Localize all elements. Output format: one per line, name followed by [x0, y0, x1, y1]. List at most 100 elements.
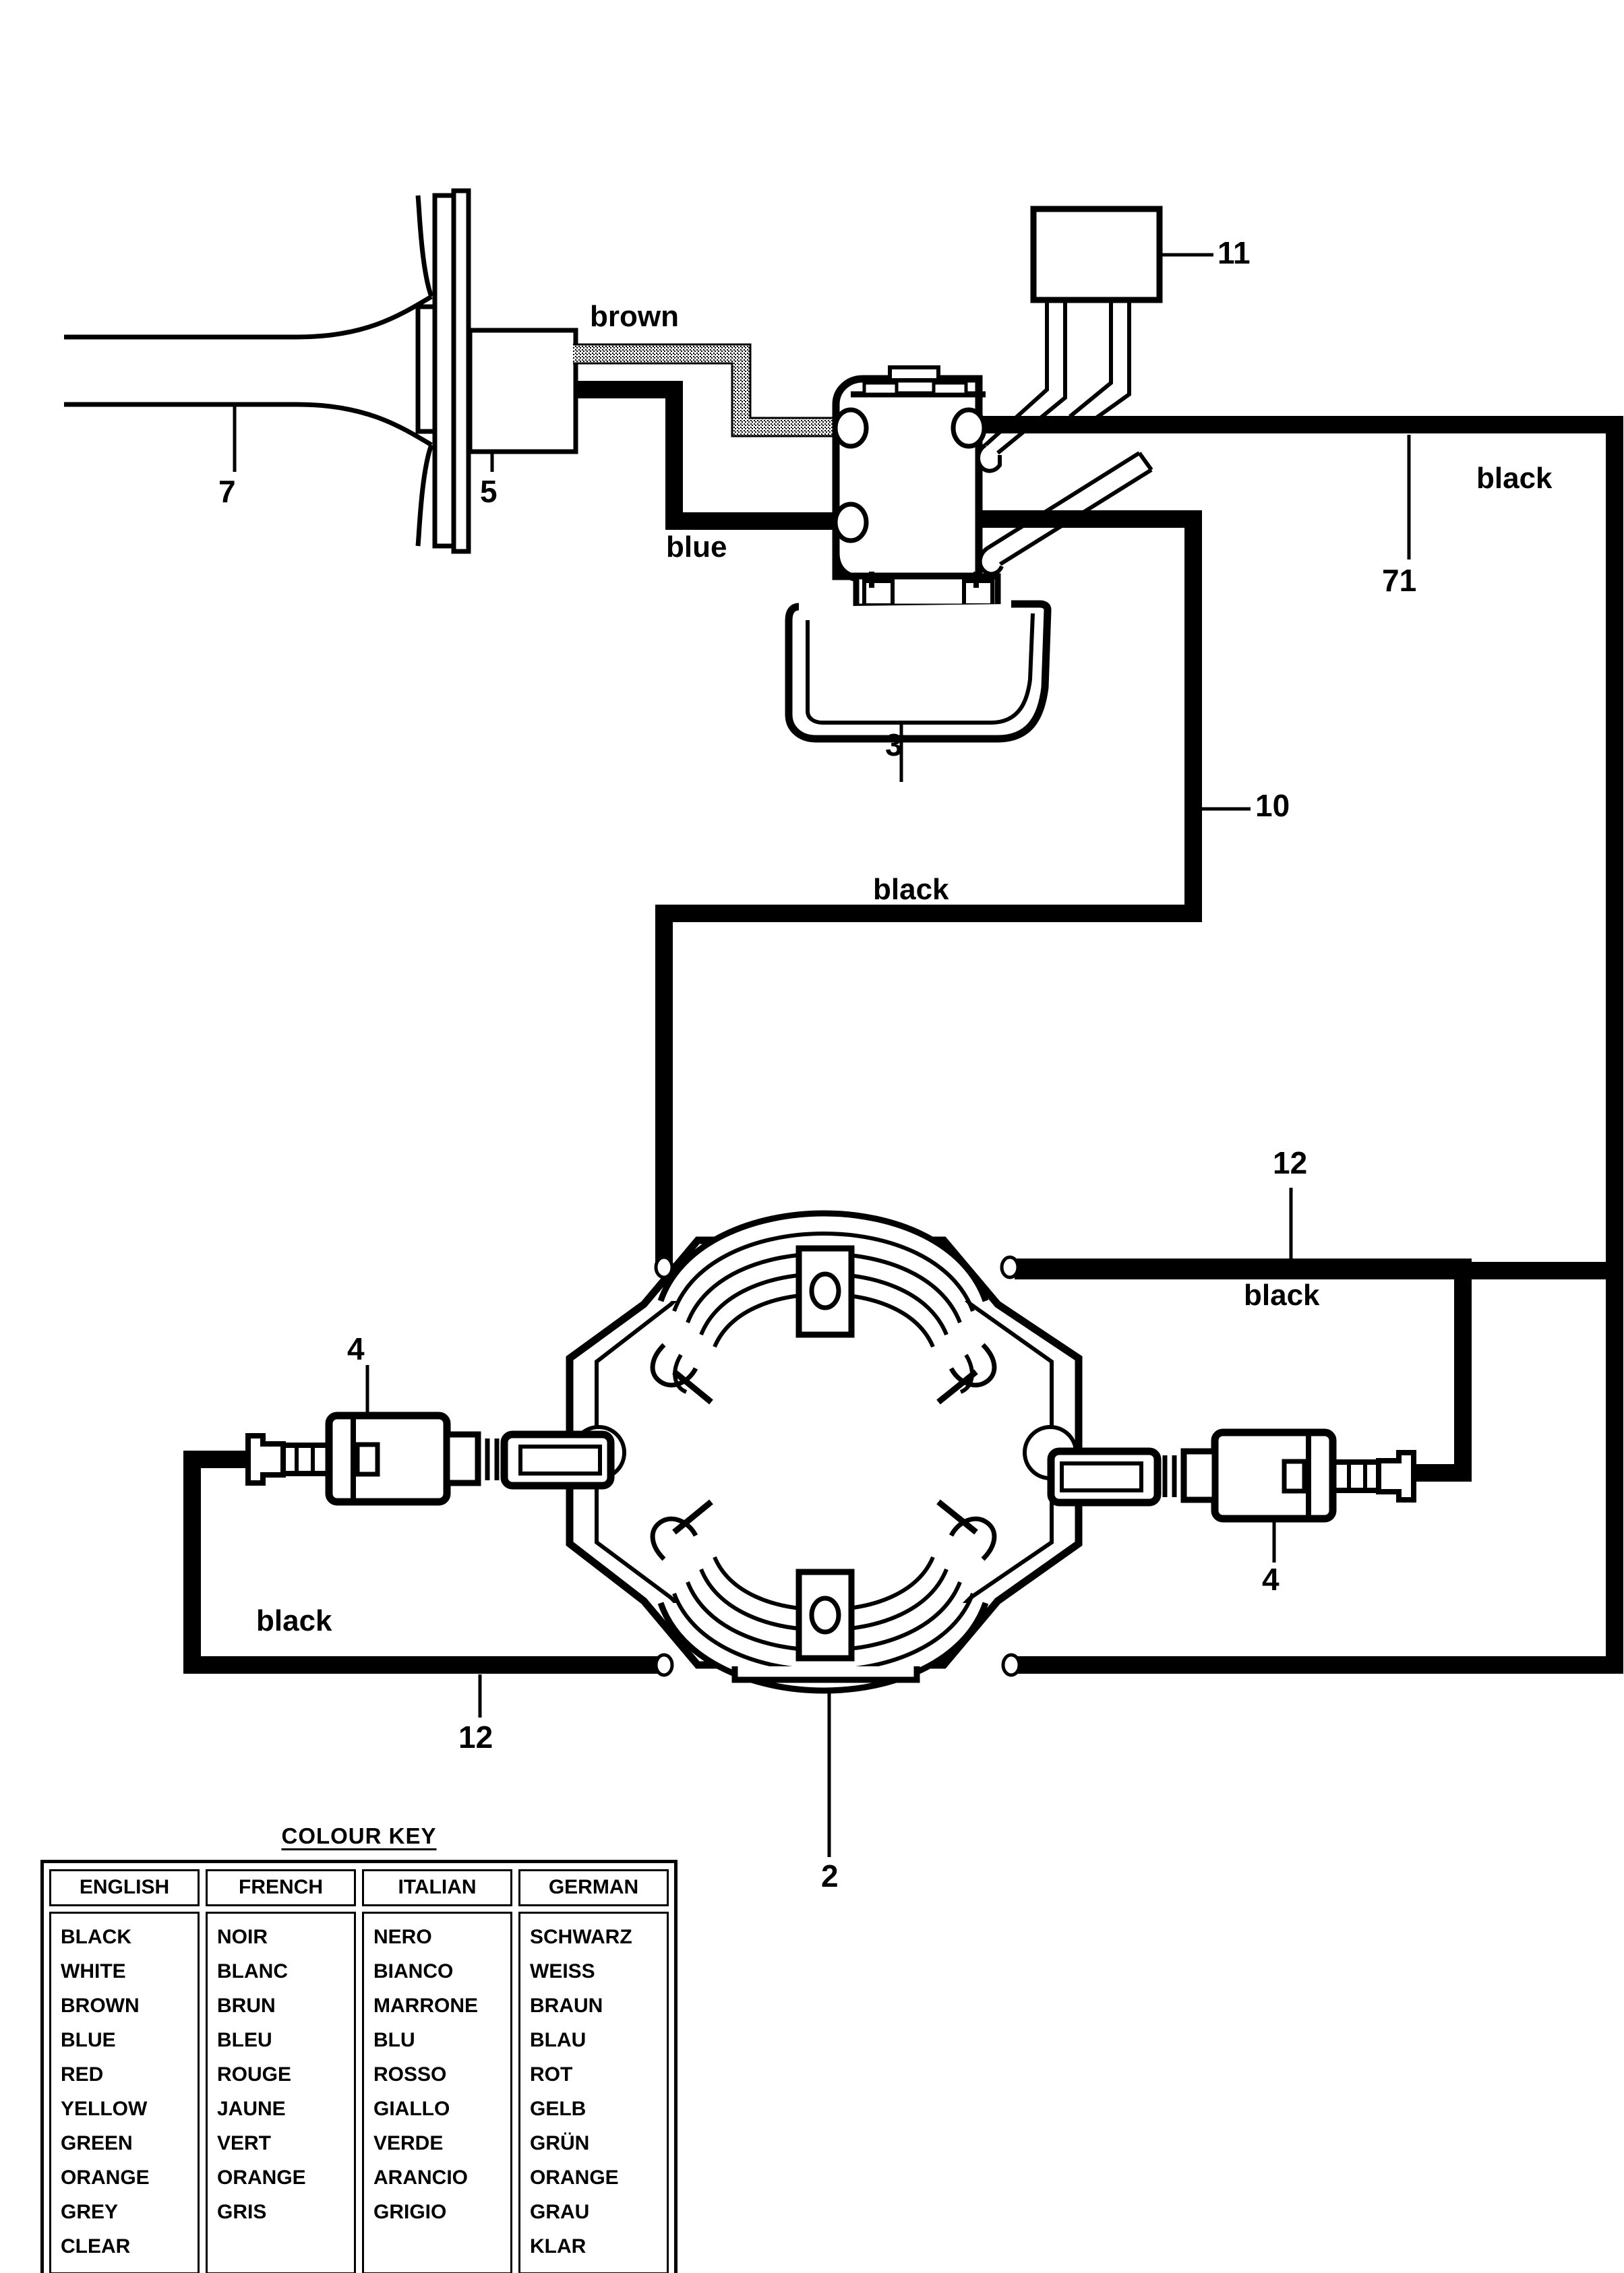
suppressor-box: [1030, 206, 1163, 303]
stator-terminal-bottom-left: [654, 1653, 674, 1677]
wire-label-black-12-right: black: [1244, 1279, 1320, 1312]
callout-3: 3: [885, 727, 903, 762]
cell-german-3: BLAU: [530, 2029, 587, 2051]
switch-base-block: [853, 572, 1001, 610]
cell-italian-3: BLU: [373, 2029, 415, 2051]
column-header-english: ENGLISH: [49, 1869, 200, 1906]
colour-key-title: COLOUR KEY: [281, 1823, 437, 1848]
cell-english-5: YELLOW: [61, 2098, 148, 2120]
wire-label-black-10: black: [873, 873, 949, 906]
cell-french-0: NOIR: [217, 1926, 268, 1948]
cell-english-3: BLUE: [61, 2029, 116, 2051]
colour-key-table: ENGLISH BLACK WHITE BROWN BLUE RED YELLO…: [40, 1860, 678, 2273]
cell-italian-6: VERDE: [373, 2132, 444, 2154]
stator-coil-bottom: [650, 1499, 997, 1694]
switch-terminal-mid-left: [833, 502, 869, 543]
cell-italian-7: ARANCIO: [373, 2166, 468, 2189]
cell-german-1: WEISS: [530, 1960, 595, 1982]
cell-german-0: SCHWARZ: [530, 1926, 632, 1948]
cell-italian-9: [373, 2230, 510, 2264]
callout-2: 2: [821, 1858, 839, 1893]
wire-label-brown: brown: [590, 300, 679, 333]
callout-4-left: 4: [347, 1331, 365, 1366]
cell-italian-0: NERO: [373, 1926, 432, 1948]
cell-french-9: [217, 2230, 354, 2264]
callout-11: 11: [1217, 235, 1251, 270]
cell-english-7: ORANGE: [61, 2166, 150, 2189]
wire-blue: [576, 381, 957, 530]
callout-12-right: 12: [1273, 1145, 1308, 1180]
colour-key: COLOUR KEY ENGLISH BLACK WHITE BROWN BLU…: [40, 1823, 678, 2273]
stator-terminal-top-left: [654, 1255, 674, 1279]
connector-block-5: [467, 328, 578, 454]
cell-english-8: GREY: [61, 2201, 119, 2223]
colour-key-column-italian: ITALIAN NERO BIANCO MARRONE BLU ROSSO GI…: [362, 1869, 512, 2273]
cell-italian-2: MARRONE: [373, 1995, 478, 2017]
wire-black-12-left: [183, 1451, 664, 1674]
wire-black-stator-bottom-right: [1011, 1271, 1623, 1674]
switch-terminal-top-right: [951, 407, 987, 449]
callout-10: 10: [1255, 788, 1290, 823]
horn-outer-plate: [451, 188, 471, 554]
cell-italian-4: ROSSO: [373, 2063, 447, 2086]
cell-english-9: CLEAR: [61, 2235, 131, 2257]
cell-french-3: BLEU: [217, 2029, 272, 2051]
cell-french-5: JAUNE: [217, 2098, 286, 2120]
wire-black-10: [655, 510, 1202, 1267]
column-header-german: GERMAN: [518, 1869, 669, 1906]
cell-german-2: BRAUN: [530, 1995, 603, 2017]
suppressor-lead-b: [1069, 300, 1131, 430]
wire-black-71: [981, 416, 1623, 1279]
column-header-french: FRENCH: [206, 1869, 356, 1906]
colour-key-column-english: ENGLISH BLACK WHITE BROWN BLUE RED YELLO…: [49, 1869, 200, 2273]
switch-body: [832, 365, 986, 582]
colour-key-column-german: GERMAN SCHWARZ WEISS BRAUN BLAU ROT GELB…: [518, 1869, 669, 2273]
cell-german-4: ROT: [530, 2063, 573, 2086]
cell-english-1: WHITE: [61, 1960, 126, 1982]
cell-german-7: ORANGE: [530, 2166, 619, 2189]
cell-french-2: BRUN: [217, 1995, 276, 2017]
colour-key-column-french: FRENCH NOIR BLANC BRUN BLEU ROUGE JAUNE …: [206, 1869, 356, 2273]
stator-terminal-top-right: [1000, 1255, 1020, 1279]
horn-mount-plate: [432, 193, 456, 549]
wire-label-blue: blue: [666, 531, 727, 564]
horn-flange-inner: [415, 304, 438, 434]
callout-7: 7: [218, 474, 236, 509]
cell-english-6: GREEN: [61, 2132, 133, 2154]
cell-german-9: KLAR: [530, 2235, 587, 2257]
cell-italian-1: BIANCO: [373, 1960, 454, 1982]
switch-trigger: [785, 600, 1052, 743]
stator-terminal-bottom-right: [1001, 1653, 1021, 1677]
wire-black-12-right: [1008, 1259, 1472, 1482]
cell-english-2: BROWN: [61, 1995, 140, 2017]
column-body-french: NOIR BLANC BRUN BLEU ROUGE JAUNE VERT OR…: [206, 1912, 356, 2273]
horn-body: [64, 195, 434, 547]
stator-coil-top: [650, 1210, 997, 1405]
cell-german-6: GRÜN: [530, 2132, 590, 2154]
suppressor-lead-a: [975, 300, 1067, 473]
column-header-italian: ITALIAN: [362, 1869, 512, 1906]
wire-label-black-12-left: black: [256, 1604, 332, 1637]
cell-german-5: GELB: [530, 2098, 587, 2120]
cell-italian-5: GIALLO: [373, 2098, 450, 2120]
suppressor-diagonal-lead: [978, 451, 1153, 576]
column-body-german: SCHWARZ WEISS BRAUN BLAU ROT GELB GRÜN O…: [518, 1912, 669, 2273]
switch-terminal-top-left: [833, 407, 869, 449]
wire-label-black-71: black: [1476, 462, 1553, 495]
leader-lines: [233, 253, 1411, 1857]
cell-english-4: RED: [61, 2063, 104, 2086]
brush-assembly-left: [245, 1412, 615, 1506]
callout-12-left: 12: [458, 1720, 493, 1755]
cell-french-6: VERT: [217, 2132, 272, 2154]
cell-french-7: ORANGE: [217, 2166, 306, 2189]
cell-german-8: GRAU: [530, 2201, 590, 2223]
cell-english-0: BLACK: [61, 1926, 131, 1948]
cell-french-1: BLANC: [217, 1960, 288, 1982]
callout-5: 5: [480, 474, 498, 509]
column-body-english: BLACK WHITE BROWN BLUE RED YELLOW GREEN …: [49, 1912, 200, 2273]
cell-french-4: ROUGE: [217, 2063, 292, 2086]
brush-assembly-right: [1047, 1428, 1416, 1523]
callout-71: 71: [1382, 563, 1417, 598]
